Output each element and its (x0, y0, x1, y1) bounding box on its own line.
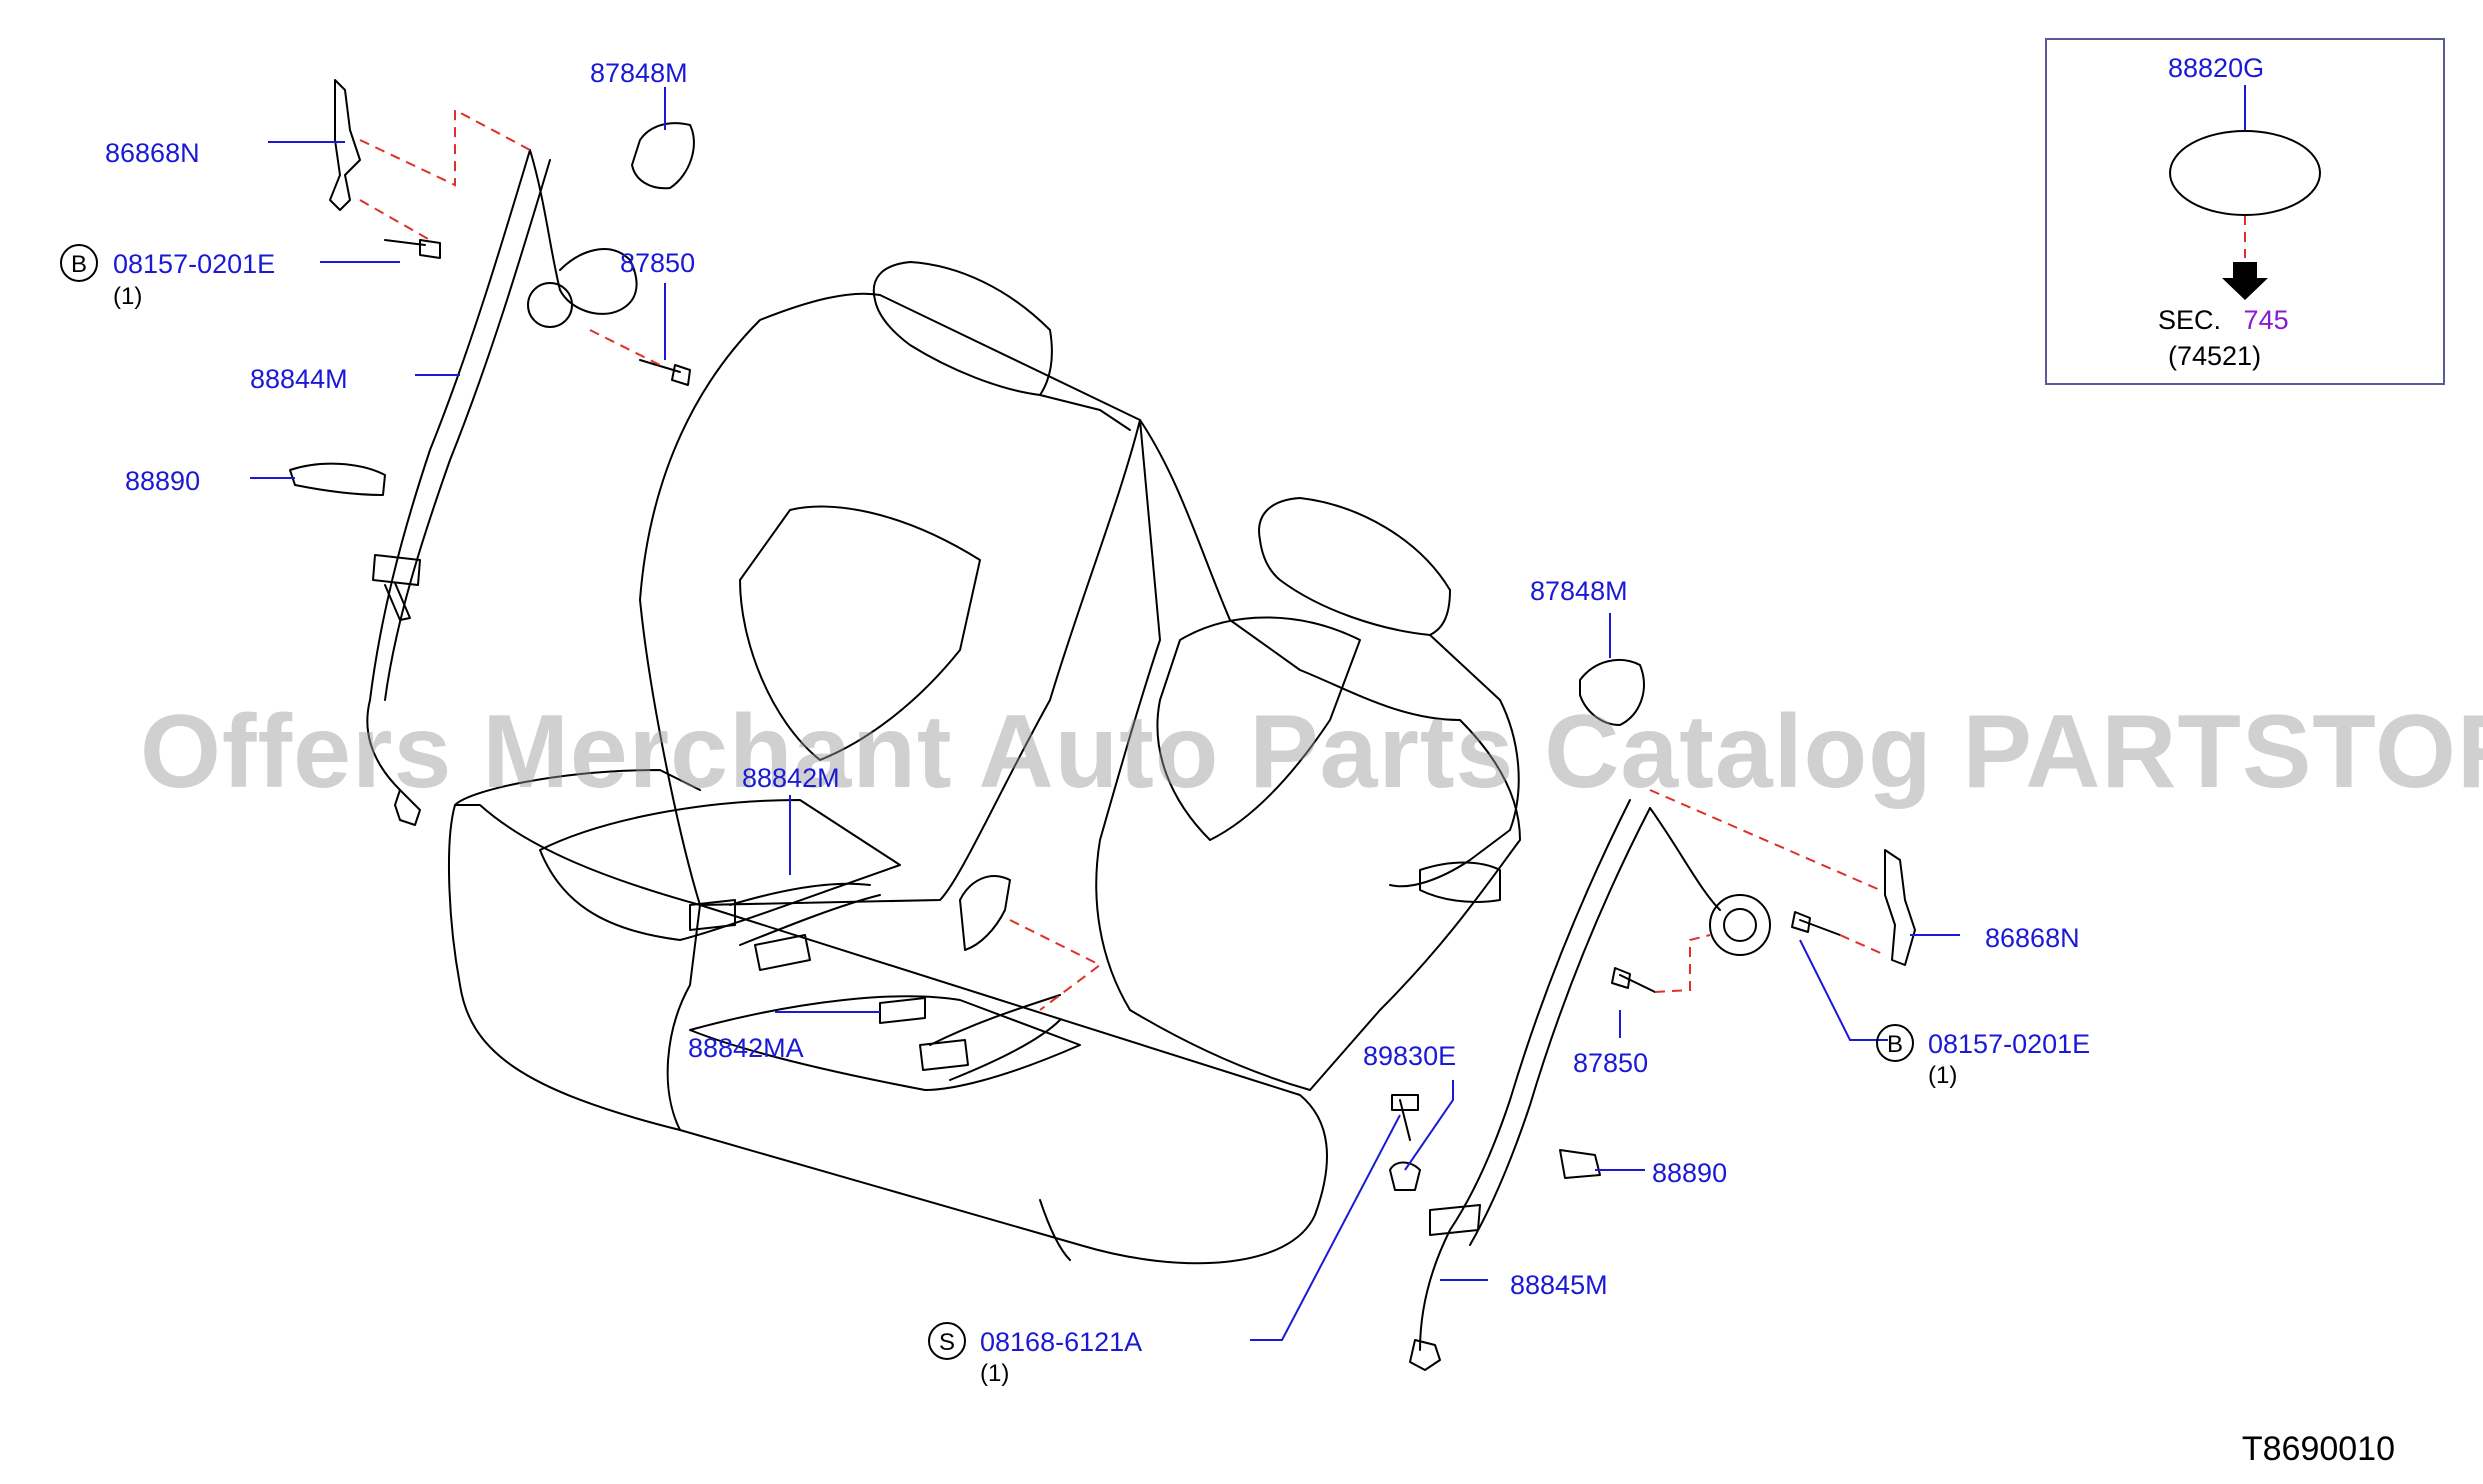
buckle-88842MA-head-2 (879, 997, 926, 1024)
leader-08157-right (1799, 939, 1888, 1041)
seat-cushion-crease (1039, 1199, 1071, 1261)
sec-number[interactable]: 745 (2243, 305, 2289, 335)
right-headrest (1258, 497, 1451, 636)
right-retractor-arm (1649, 807, 1721, 911)
label-88890-right[interactable]: 88890 (1652, 1158, 1728, 1188)
left-headrest (872, 261, 1053, 396)
left-anchor (394, 789, 421, 826)
left-bolt-08157 (384, 239, 441, 259)
dash-right-retractor-bolt (1654, 934, 1711, 993)
right-retractor-core (1723, 908, 1757, 942)
left-bolt-87850 (639, 359, 691, 386)
seat-cushion-outline (447, 804, 1328, 1265)
leader-08168 (1250, 1114, 1401, 1341)
label-87848M-left[interactable]: 87848M (590, 58, 688, 88)
left-retractor-body (527, 282, 573, 328)
right-bolster (1419, 861, 1501, 903)
left-belt-strap-2 (384, 159, 551, 701)
label-88842MA[interactable]: 88842MA (688, 1033, 804, 1063)
qty-08168: (1) (980, 1360, 1010, 1387)
qty-08157-right: (1) (1928, 1062, 1958, 1089)
right-cover-88890 (1559, 1149, 1601, 1179)
buckle-88842M-head-1 (689, 899, 736, 931)
left-cover-88890 (289, 462, 386, 496)
dash-left-bracket-top (359, 108, 531, 187)
dash-left-bracket-bolt (359, 199, 431, 241)
buckle-88842MA-head-1 (919, 1039, 969, 1071)
right-anchor (1409, 1339, 1441, 1371)
left-belt-strap (366, 149, 531, 791)
left-bracket-86868N (329, 79, 361, 211)
label-88820G[interactable]: 88820G (2168, 53, 2265, 83)
left-headrest-stem (1039, 394, 1131, 431)
right-bolt-87850 (1611, 967, 1656, 993)
bolt-89830E (1391, 1094, 1419, 1141)
label-87848M-right[interactable]: 87848M (1530, 576, 1628, 606)
label-88890-left[interactable]: 88890 (125, 466, 201, 496)
left-seatback (639, 292, 1141, 906)
leader-89830E (1404, 1080, 1454, 1171)
buckle-88842MA-strap (929, 994, 1061, 1081)
part-88820G-shape (2169, 130, 2321, 216)
right-cover-87848M (1579, 659, 1645, 726)
label-86868N-left[interactable]: 86868N (105, 138, 200, 168)
seat-cushion-top-left (539, 799, 901, 941)
right-tongue (1429, 1204, 1481, 1236)
sec-subref: (74521) (2168, 341, 2262, 371)
left-retractor (529, 149, 638, 315)
left-seatback-panel (739, 505, 981, 761)
right-belt-strap-2 (1469, 807, 1651, 1246)
center-belt-guide (959, 875, 1011, 951)
inset-box (2045, 38, 2445, 385)
label-88842M[interactable]: 88842M (742, 763, 840, 793)
seat-cushion-split (666, 904, 701, 1131)
right-bracket-86868N (1884, 849, 1916, 966)
label-08157-left[interactable]: 08157-0201E (113, 249, 276, 279)
down-arrow-icon (2222, 262, 2268, 300)
right-belt-strap (1419, 799, 1631, 1351)
left-tongue-2 (384, 582, 411, 621)
buckle-88842M-head-2 (754, 934, 811, 971)
dash-right-top (1649, 789, 1881, 891)
left-tongue (372, 554, 421, 586)
diagram-code: T8690010 (2241, 1430, 2395, 1468)
dash-left-retractor-bolt (589, 329, 661, 366)
label-89830E[interactable]: 89830E (1363, 1041, 1457, 1071)
bolt-b-symbol-right: B (1876, 1024, 1914, 1062)
label-08157-right[interactable]: 08157-0201E (1928, 1029, 2091, 1059)
label-86868N-right[interactable]: 86868N (1985, 923, 2080, 953)
right-seatback (1095, 419, 1521, 1091)
watermark: Offers Merchant Auto Parts Catalog PARTS… (140, 694, 2483, 810)
sec-prefix: SEC. (2158, 305, 2222, 335)
label-88845M[interactable]: 88845M (1510, 1270, 1608, 1300)
qty-08157-left: (1) (113, 283, 143, 310)
left-cover-87848M (631, 122, 695, 190)
seat-cushion-front-left (454, 769, 701, 806)
seat-cushion-top-right (689, 995, 1081, 1091)
screw-s-symbol: S (928, 1322, 966, 1360)
label-87850-right[interactable]: 87850 (1573, 1048, 1649, 1078)
clip-08168 (1389, 1161, 1421, 1191)
label-88844M[interactable]: 88844M (250, 364, 348, 394)
right-bolt-08157 (1791, 911, 1841, 936)
right-retractor-body (1709, 894, 1771, 956)
label-87850-left[interactable]: 87850 (620, 248, 696, 278)
right-seatback-panel (1156, 616, 1361, 841)
right-seatback-side (1389, 634, 1520, 888)
dash-right-bracket (1839, 934, 1886, 956)
label-08168[interactable]: 08168-6121A (980, 1327, 1143, 1357)
bolt-b-symbol-left: B (60, 244, 98, 282)
sec-reference[interactable]: SEC. 745 (2158, 307, 2289, 334)
buckle-88842M-strap (729, 882, 881, 946)
